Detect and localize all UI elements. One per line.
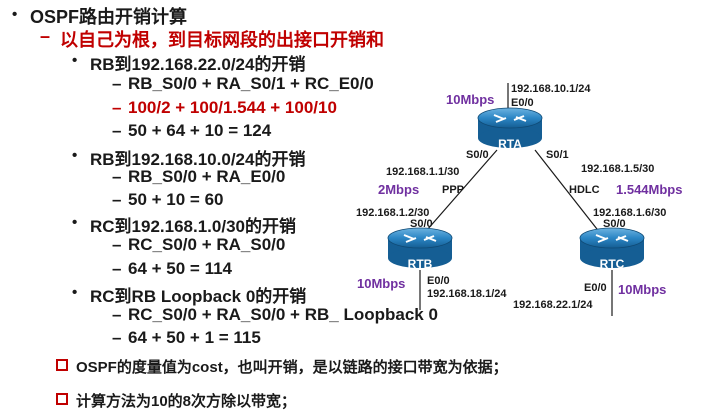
subtitle: 以自己为根，到目标网段的出接口开销和	[60, 30, 384, 50]
rta-s00-port: S0/0	[466, 149, 489, 161]
link-ac-ip-c: 192.168.1.6/30	[593, 207, 667, 219]
serial-link-ac	[534, 149, 605, 239]
section-bullet: •	[72, 147, 78, 164]
router-rtb-icon: RTB	[387, 227, 453, 271]
section-bullet: •	[72, 214, 78, 231]
calc-line: 64 + 50 = 114	[128, 259, 232, 278]
calc-dash: –	[112, 305, 122, 324]
section-heading: RC到192.168.1.0/30的开销	[90, 217, 296, 236]
router-label: RTB	[408, 257, 433, 271]
rtb-eth-port: E0/0	[427, 275, 450, 287]
rtb-network-label: 192.168.18.1/24	[427, 288, 507, 300]
bullet-dot: •	[12, 6, 18, 23]
router-label: RTA	[498, 137, 522, 151]
rta-s01-port: S0/1	[546, 149, 569, 161]
calc-line: 64 + 50 + 1 = 115	[128, 328, 261, 347]
calc-dash: –	[112, 74, 122, 93]
note-text: OSPF的度量值为cost，也叫开销，是以链路的接口带宽为依据；	[76, 359, 508, 376]
page-title: OSPF路由开销计算	[30, 7, 188, 27]
calc-line: RB_S0/0 + RA_E0/0	[128, 167, 286, 186]
calc-dash: –	[112, 235, 122, 254]
section-heading: RC到RB Loopback 0的开销	[90, 287, 307, 306]
rta-eth-port: E0/0	[511, 97, 534, 109]
rta-network-label: 192.168.10.1/24	[511, 83, 591, 95]
rta-bandwidth: 10Mbps	[446, 92, 495, 107]
rtb-s00-port: S0/0	[410, 218, 433, 230]
subtitle-dash: –	[40, 26, 51, 46]
router-label: RTC	[600, 257, 625, 271]
link-ac-ip-a: 192.168.1.5/30	[581, 163, 655, 175]
link-ab-protocol: PPP	[442, 184, 465, 196]
rtc-bandwidth: 10Mbps	[618, 282, 667, 297]
calc-line: RC_S0/0 + RA_S0/0	[128, 235, 286, 254]
calc-dash: –	[112, 328, 122, 347]
router-rta-icon: RTA	[477, 107, 543, 151]
calc-dash: –	[112, 121, 122, 140]
section-bullet: •	[72, 284, 78, 301]
section-heading: RB到192.168.22.0/24的开销	[90, 55, 306, 74]
serial-link-ab	[419, 149, 498, 239]
router-rtc-icon: RTC	[579, 227, 645, 271]
link-ab-ip-a: 192.168.1.1/30	[386, 166, 460, 178]
link-ac-protocol: HDLC	[569, 184, 600, 196]
calc-dash: –	[112, 259, 122, 278]
square-bullet-icon	[56, 359, 68, 371]
calc-line: RB_S0/0 + RA_S0/1 + RC_E0/0	[128, 74, 374, 93]
rtc-eth-port: E0/0	[584, 282, 607, 294]
section-heading: RB到192.168.10.0/24的开销	[90, 150, 306, 169]
calc-line: 50 + 64 + 10 = 124	[128, 121, 272, 140]
calc-dash: –	[112, 190, 122, 209]
calc-dash: –	[112, 167, 122, 186]
calc-line: 50 + 10 = 60	[128, 190, 224, 209]
section-bullet: •	[72, 52, 78, 69]
link-ac-bandwidth: 1.544Mbps	[616, 182, 683, 197]
note-text: 计算方法为10的8次方除以带宽；	[76, 393, 297, 410]
link-ab-ip-b: 192.168.1.2/30	[356, 207, 430, 219]
link-ab-bandwidth: 2Mbps	[378, 182, 420, 197]
calc-line: RC_S0/0 + RA_S0/0 + RB_ Loopback 0	[128, 305, 438, 324]
rtc-s00-port: S0/0	[603, 218, 626, 230]
rtc-network-label: 192.168.22.1/24	[513, 299, 593, 311]
square-bullet-icon	[56, 393, 68, 405]
calc-dash: –	[112, 98, 122, 117]
rtb-bandwidth: 10Mbps	[357, 276, 406, 291]
calc-line-highlight: 100/2 + 100/1.544 + 100/10	[128, 98, 337, 117]
